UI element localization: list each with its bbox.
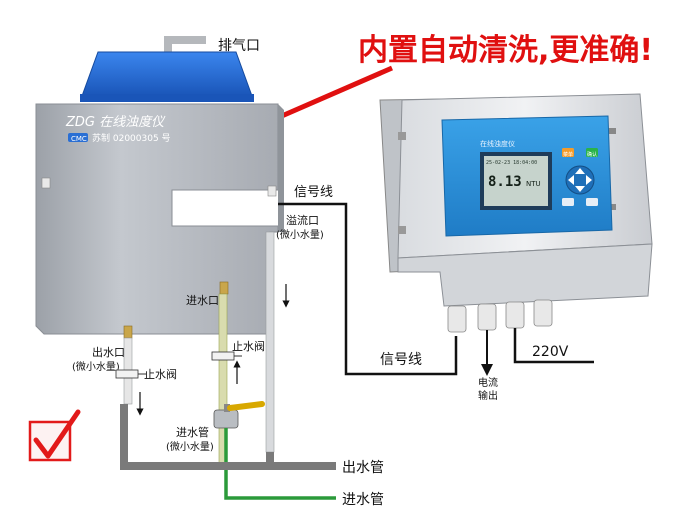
power-label: 220V	[532, 344, 569, 360]
outlet-port-label: 出水口	[92, 345, 125, 359]
sensor-logo: CMC	[68, 133, 88, 143]
outlet-port-sub-label: (微小水量)	[72, 360, 120, 373]
inlet-main-pipe	[224, 428, 336, 500]
stop-valve-outlet-label: 止水阀	[144, 367, 177, 381]
stop-valve-outlet	[115, 369, 146, 379]
menu-key[interactable]	[562, 148, 574, 157]
signal-label-top: 信号线	[294, 185, 333, 200]
overflow-label: 溢流口	[286, 213, 319, 227]
inlet-pipe-small-sub-label: (微小水量)	[166, 440, 214, 453]
headline-text: 内置自动清洗,更准确!	[358, 33, 653, 68]
controller-screen	[480, 152, 552, 210]
ball-valve	[213, 401, 265, 429]
outlet-port-fitting	[123, 325, 133, 339]
stop-valve-inlet	[211, 351, 242, 361]
check-icon	[28, 409, 81, 462]
overflow-tube	[265, 231, 275, 453]
current-output-sub-label: 输出	[478, 389, 498, 402]
vent-label: 排气口	[218, 38, 260, 54]
inlet-port-fitting	[219, 281, 229, 295]
menu-key-label: 菜单	[563, 151, 573, 158]
outlet-pipe-label: 出水管	[342, 460, 384, 476]
inlet-pipe-label: 进水管	[342, 492, 384, 508]
screen-reading: 8.13	[488, 174, 522, 190]
cable-glands	[447, 299, 553, 333]
turbidity-sensor	[35, 51, 284, 335]
signal-cable	[278, 202, 458, 376]
sensor-model-label: ZDG 在线浊度仪	[65, 115, 166, 130]
inlet-port-label: 进水口	[186, 294, 219, 307]
screen-unit: NTU	[526, 180, 541, 188]
sensor-cert-label: 苏制 02000305 号	[92, 132, 171, 144]
power-cable	[513, 328, 594, 364]
overflow-sub-label: (微小水量)	[276, 228, 324, 241]
svg-text:CMC: CMC	[71, 135, 87, 143]
inlet-pipe-small-label: 进水管	[176, 425, 209, 439]
controller-keypad	[562, 148, 598, 206]
current-output-label: 电流	[478, 376, 498, 389]
outlet-drain-pipe	[120, 404, 336, 470]
controller-panel-title: 在线浊度仪	[480, 139, 515, 148]
signal-label-bottom: 信号线	[380, 352, 422, 368]
screen-status-text: 25-02-23 18:04:00	[486, 160, 537, 166]
ok-key-label: 确认	[587, 151, 597, 158]
direction-pad[interactable]	[565, 165, 595, 195]
stop-valve-inlet-label: 止水阀	[232, 339, 265, 353]
ok-key[interactable]	[586, 148, 598, 157]
